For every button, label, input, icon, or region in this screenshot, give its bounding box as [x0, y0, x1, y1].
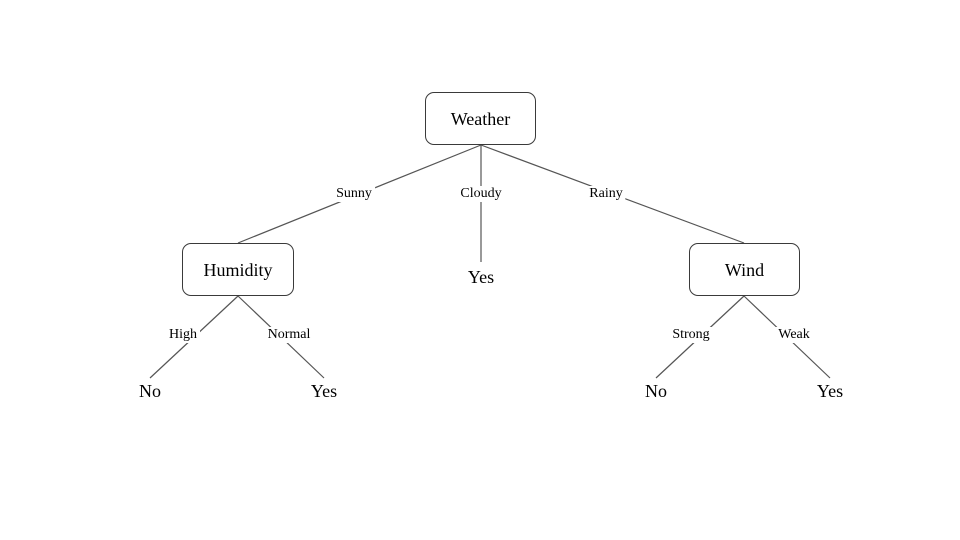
edge-label-wind-weak: Weak	[775, 327, 813, 343]
leaf-node-leaf-weak-yes[interactable]: Yes	[813, 381, 847, 401]
edge-label-weather-rainy: Rainy	[586, 186, 626, 202]
edge-label-weather-cloudy: Cloudy	[457, 186, 505, 202]
edge-label-humidity-high: High	[166, 327, 200, 343]
edge-label-weather-sunny: Sunny	[333, 186, 375, 202]
node-label-wind: Wind	[724, 259, 765, 280]
node-label-weather: Weather	[450, 108, 511, 129]
leaf-node-leaf-normal-yes[interactable]: Yes	[307, 381, 341, 401]
leaf-node-leaf-cloudy-yes[interactable]: Yes	[464, 267, 498, 287]
node-weather[interactable]: Weather	[425, 92, 536, 145]
node-wind[interactable]: Wind	[689, 243, 800, 296]
leaf-node-leaf-strong-no[interactable]: No	[642, 381, 670, 401]
edge-label-humidity-normal: Normal	[264, 327, 314, 343]
node-label-humidity: Humidity	[203, 259, 273, 280]
edge-label-wind-strong: Strong	[669, 327, 713, 343]
node-humidity[interactable]: Humidity	[182, 243, 294, 296]
leaf-node-leaf-high-no[interactable]: No	[136, 381, 164, 401]
